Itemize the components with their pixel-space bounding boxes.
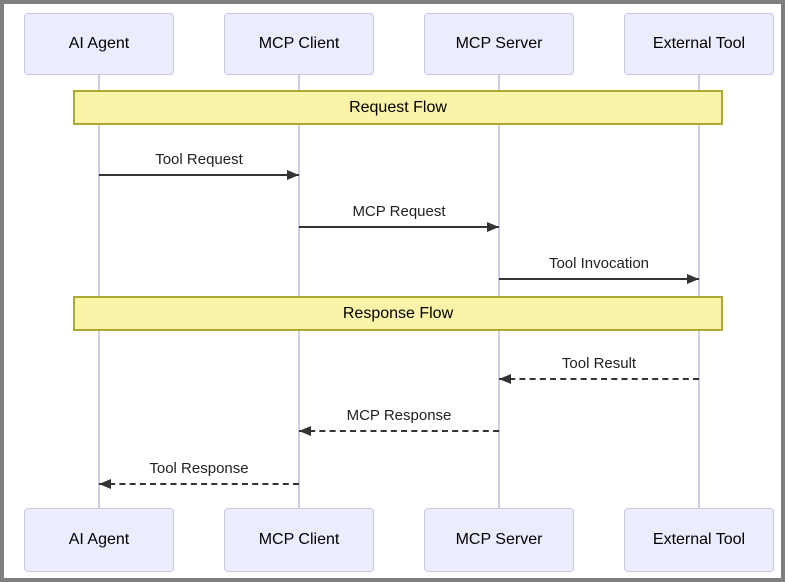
actor-label: MCP Server <box>455 531 543 548</box>
section-band-request-flow: Request Flow <box>73 90 723 125</box>
arrowhead-left-icon <box>99 479 111 489</box>
message-arrow-solid <box>499 274 699 284</box>
message-tool-response: Tool Response <box>99 460 299 489</box>
message-label: Tool Response <box>149 460 249 477</box>
message-tool-invocation: Tool Invocation <box>499 255 699 284</box>
message-label: Tool Request <box>155 151 243 168</box>
actor-box-mcp-client-bottom: MCP Client <box>224 508 374 572</box>
message-label: Tool Result <box>561 355 637 372</box>
actor-box-mcp-server-bottom: MCP Server <box>424 508 574 572</box>
message-mcp-request: MCP Request <box>299 203 499 232</box>
message-arrow-solid <box>299 222 499 232</box>
message-label: Tool Invocation <box>548 255 650 272</box>
section-band-response-flow: Response Flow <box>73 296 723 331</box>
lifeline-ai-agent <box>98 75 100 508</box>
actor-box-ai-agent-bottom: AI Agent <box>24 508 174 572</box>
actor-box-external-tool-top: External Tool <box>624 13 774 75</box>
message-arrow-dotted <box>99 479 299 489</box>
lifeline-mcp-server <box>498 75 500 508</box>
message-mcp-response: MCP Response <box>299 407 499 436</box>
section-label: Response Flow <box>342 304 454 322</box>
actor-label: MCP Client <box>258 35 340 52</box>
lifeline-mcp-client <box>298 75 300 508</box>
actor-box-ai-agent-top: AI Agent <box>24 13 174 75</box>
message-arrow-solid <box>99 170 299 180</box>
arrowhead-left-icon <box>499 374 511 384</box>
actor-box-mcp-client-top: MCP Client <box>224 13 374 75</box>
actor-label: AI Agent <box>68 35 130 52</box>
arrowhead-right-icon <box>687 274 699 284</box>
actor-label: External Tool <box>652 531 746 548</box>
message-arrow-dotted <box>299 426 499 436</box>
message-tool-request: Tool Request <box>99 151 299 180</box>
actor-box-mcp-server-top: MCP Server <box>424 13 574 75</box>
message-tool-result: Tool Result <box>499 355 699 384</box>
actor-label: AI Agent <box>68 531 130 548</box>
actor-label: External Tool <box>652 35 746 52</box>
actor-label: MCP Client <box>258 531 340 548</box>
actor-label: MCP Server <box>455 35 543 52</box>
section-label: Request Flow <box>349 98 447 116</box>
message-label: MCP Response <box>346 407 452 424</box>
message-arrow-dotted <box>499 374 699 384</box>
actor-box-external-tool-bottom: External Tool <box>624 508 774 572</box>
lifeline-external-tool <box>698 75 700 508</box>
arrowhead-right-icon <box>487 222 499 232</box>
arrowhead-right-icon <box>287 170 299 180</box>
arrowhead-left-icon <box>299 426 311 436</box>
message-label: MCP Request <box>352 203 446 220</box>
